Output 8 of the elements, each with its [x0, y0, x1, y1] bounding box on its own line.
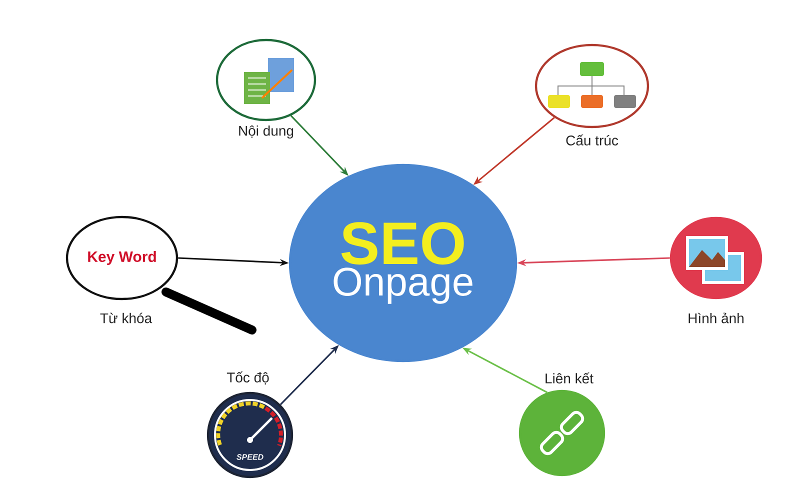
node-label: Liên kết: [546, 372, 594, 384]
node-label: Từ khóa: [100, 312, 152, 324]
gauge-label: SPEED: [236, 454, 264, 460]
node-label: Nội dung: [239, 125, 294, 139]
magnifier-lens: Key Word: [66, 216, 178, 300]
node-label: Hình ảnh: [688, 312, 744, 324]
node-label: Tốc độ: [226, 372, 269, 384]
node-label: Cấu trúc: [566, 134, 618, 146]
